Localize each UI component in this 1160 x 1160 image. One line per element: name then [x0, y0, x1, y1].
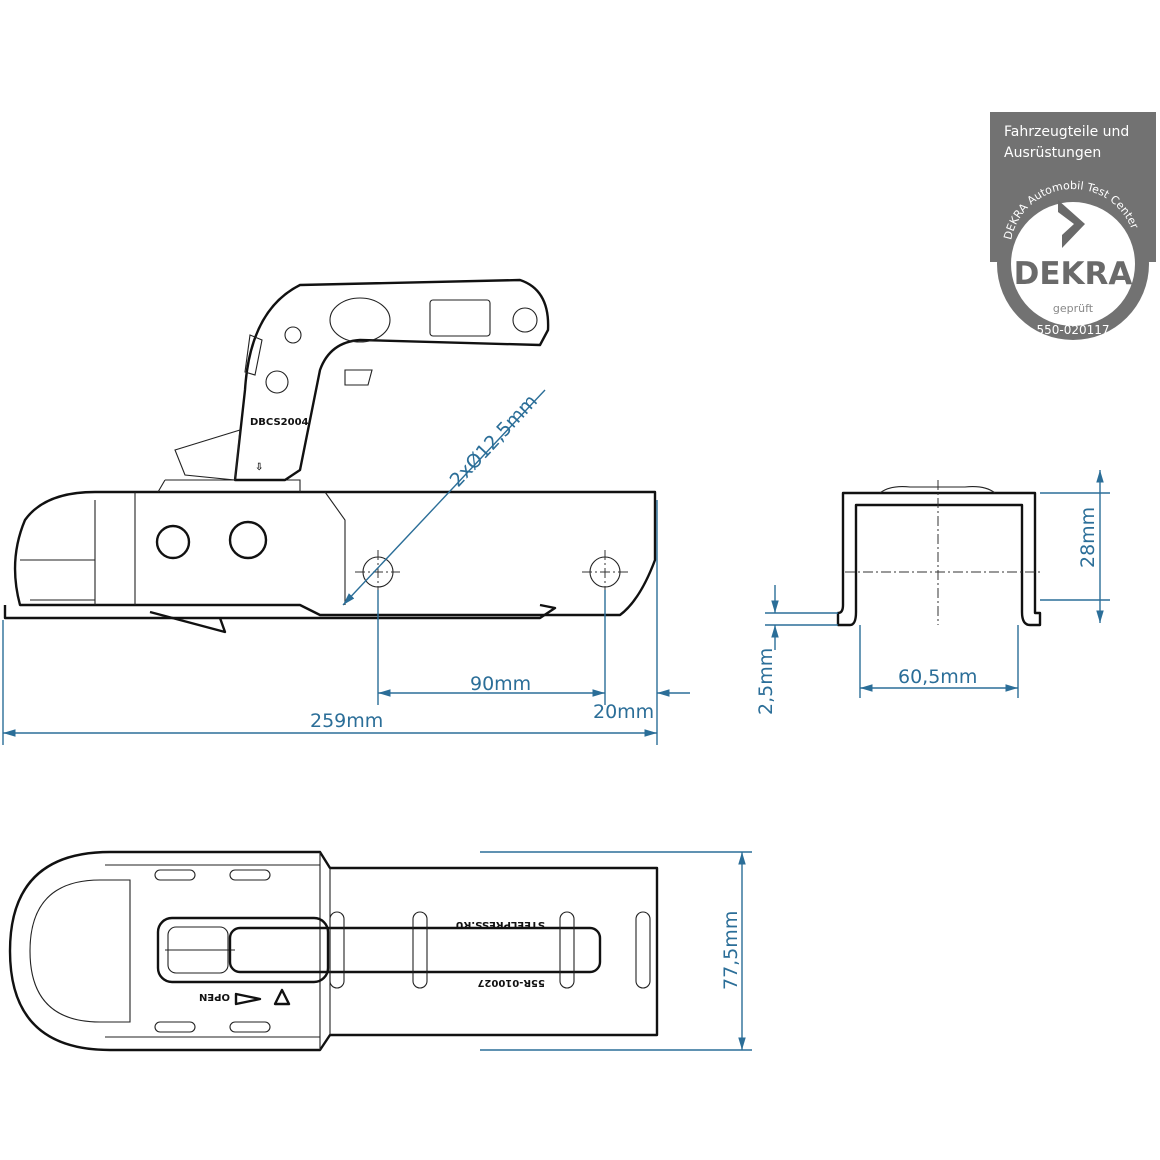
sheet-thickness-label: 2,5mm: [755, 648, 777, 715]
channel-width-label: 60,5mm: [898, 666, 977, 688]
open-marking: OPEN: [199, 991, 230, 1002]
side-view: DBCS2004 ⇩: [3, 278, 657, 634]
channel-end-view: 28mm 2,5mm 60,5mm: [755, 470, 1110, 715]
badge-checked: geprüft: [1053, 302, 1094, 315]
body-width-label: 77,5mm: [720, 911, 742, 990]
approval-marking: 55R-010027: [477, 977, 545, 988]
bolt-hole: [228, 520, 268, 560]
hole-diameter-label: 2xØ12,5mm: [446, 390, 542, 491]
badge-line1: Fahrzeugteile und: [1004, 124, 1129, 140]
badge-line2: Ausrüstungen: [1004, 145, 1101, 161]
bolt-hole: [155, 524, 191, 560]
top-view: STEELPRESS.RU 55R-010027 OPEN 77,5mm: [8, 850, 752, 1052]
dekra-certification-badge: Fahrzeugteile und Ausrüstungen DEKRA Aut…: [990, 112, 1156, 340]
svg-text:DBCS2004: DBCS2004: [250, 417, 309, 428]
side-dimensions: 90mm 20mm 259mm 2xØ12,5mm: [2, 389, 690, 745]
overall-length-label: 259mm: [310, 710, 383, 732]
handle: [233, 278, 550, 482]
badge-number: 550-020117: [1036, 323, 1109, 337]
latch-tab: [149, 610, 227, 634]
handle-top: [228, 926, 602, 974]
brand-marking: STEELPRESS.RU: [456, 919, 546, 930]
badge-logo: DEKRA: [1014, 256, 1133, 292]
channel-height-label: 28mm: [1077, 507, 1099, 568]
coupling-body-outline: [13, 490, 657, 617]
dekra-logo-icon: [1058, 200, 1085, 248]
hole-spacing-label: 90mm: [470, 673, 531, 695]
svg-text:⇩: ⇩: [255, 462, 263, 473]
bottom-plate: [3, 603, 557, 620]
edge-offset-label: 20mm: [593, 701, 654, 723]
